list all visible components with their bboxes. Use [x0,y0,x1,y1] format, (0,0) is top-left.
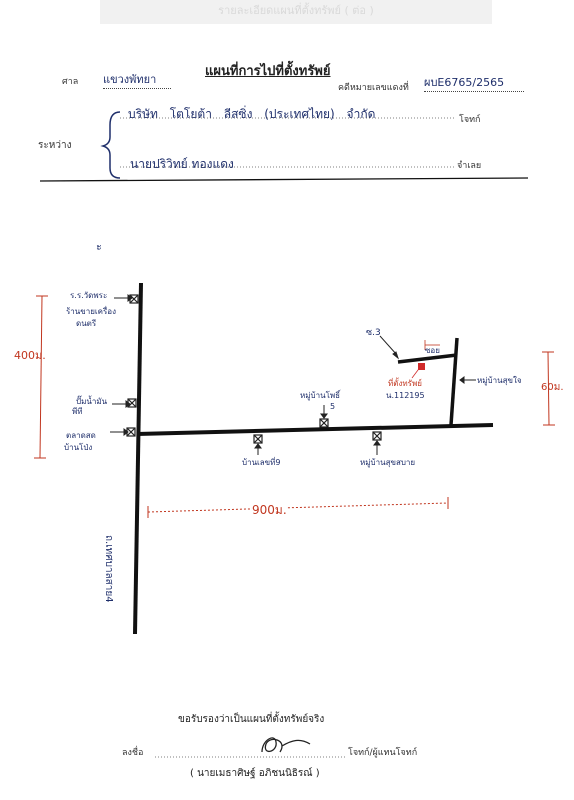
left-distance-line [39,295,43,459]
page-title: แผนที่การไปที่ตั้งทรัพย์ [205,64,331,79]
main-road-horizontal [136,423,494,436]
village-bottom-marker [372,431,382,441]
property-label: ที่ตั้งทรัพย์ [388,379,422,388]
between-brace [100,111,121,179]
right-distance-label: 60ม. [541,382,564,393]
shop-label-2: ดนตรี [76,319,97,328]
main-road-label: ถ.เทศบาลสาย4 [103,535,114,603]
gas-label-2: พีที [72,407,83,416]
house9-marker [253,434,263,444]
sign-role: โจทก์/ผู้แทนโจทก์ [348,748,418,758]
left-distance-label: 400ม. [14,349,46,362]
case-number-label: คดีหมายเลขแดงที่ [338,83,409,93]
signature [261,737,311,753]
soi-road-label: ซอย [425,346,440,355]
court-value: แขวงพัทยา [103,70,171,89]
school-label: ร.ร.วัดพระ [70,291,108,300]
header-rule [39,177,529,182]
market-label: ตลาดสด [66,431,96,440]
shop-label: ร้านขายเครื่อง [66,307,116,316]
village5-label-2: 5 [330,402,336,411]
bottom-distance-line [147,502,449,513]
main-road-vertical [133,282,143,635]
sign-label: ลงชื่อ [122,748,144,758]
defendant-name: นายปริวิทย์ ทองแดง [130,157,234,171]
house9-label: บ้านเลขที่9 [242,458,281,467]
right-distance-line [547,351,550,426]
certification-text: ขอรับรองว่าเป็นแผนที่ตั้งทรัพย์จริง [178,714,325,725]
property-number: น.112195 [386,391,425,400]
signer-name: ( นายเมธาศิษฐ์ อภิชนนิธิรณ์ ) [190,768,320,779]
property-marker [418,363,425,370]
header-banner: รายละเอียดแผนที่ตั้งทรัพย์ ( ต่อ ) [100,0,492,24]
court-label: ศาล [62,77,79,87]
north-mark: ะ [96,240,102,253]
case-number-value: ผบE6765/2565 [424,73,524,92]
defendant-role: จำเลย [457,161,482,171]
soi-road-vertical [449,337,459,426]
soi-road-horizontal [397,353,458,364]
village5-label: หมู่บ้านโพธิ์ [300,391,341,400]
soi-label: ซ.3 [366,328,381,338]
village5-marker [319,418,329,428]
village-right-label: หมู่บ้านสุขใจ [477,376,522,385]
between-label: ระหว่าง [38,140,72,151]
village-bottom-label: หมู่บ้านสุขสบาย [360,458,416,467]
bottom-distance-label: 900ม. [252,501,287,520]
plaintiff-name: บริษัท โตโยต้า ลีสซิ่ง (ประเทศไทย) จำกัด [128,107,376,121]
plaintiff-role: โจทก์ [459,115,481,125]
market-label-2: บ้านโป่ง [64,443,93,452]
gas-label: ปั๊มน้ำมัน [76,397,108,406]
